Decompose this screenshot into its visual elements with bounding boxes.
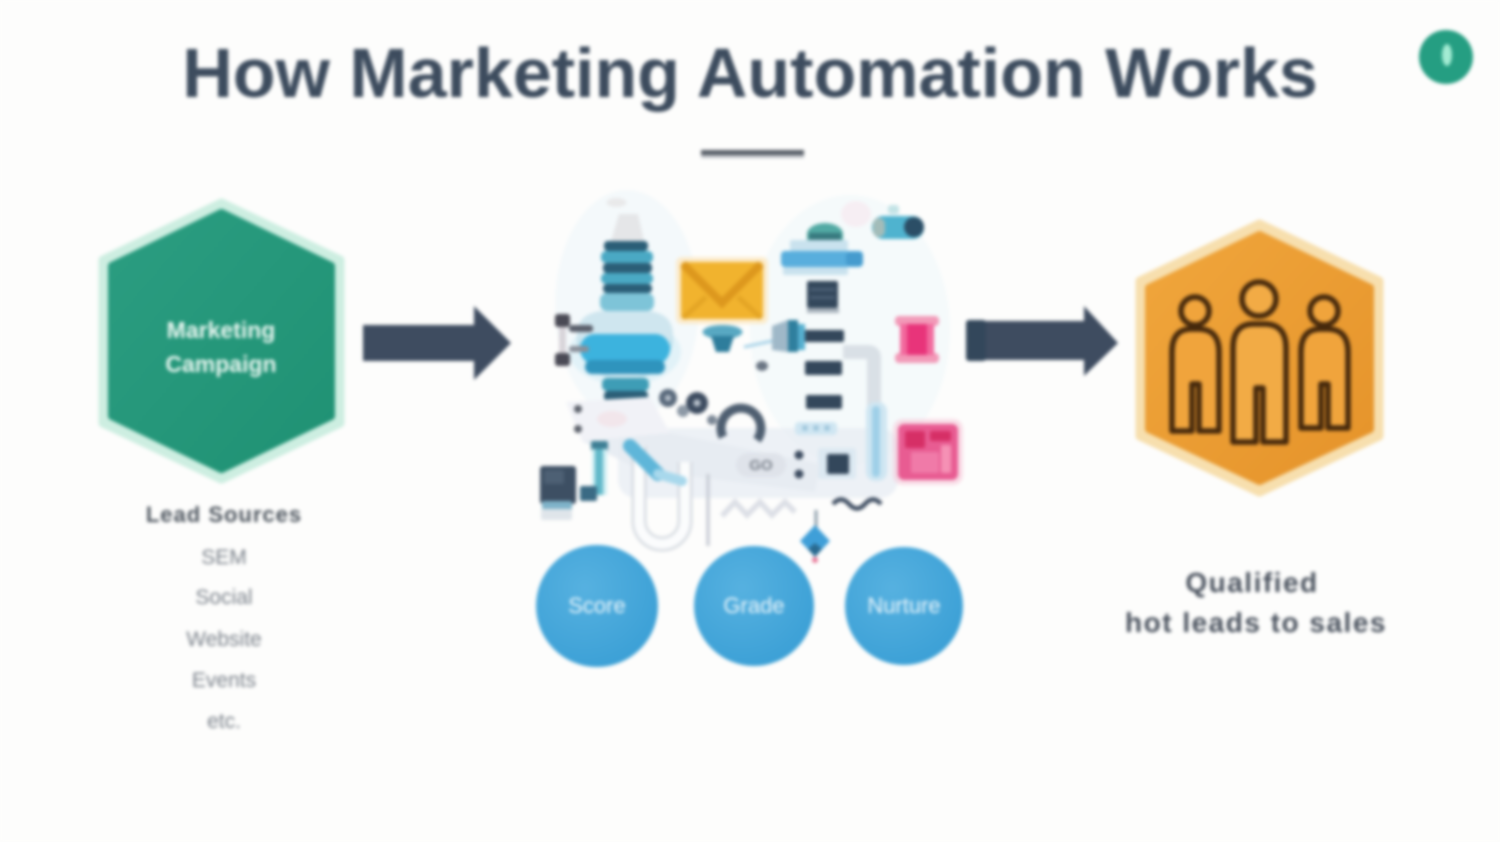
svg-text:Website: Website [186, 628, 261, 651]
svg-text:Score: Score [568, 593, 625, 618]
svg-text:etc.: etc. [207, 710, 241, 733]
svg-text:How Marketing Automation Works: How Marketing Automation Works [182, 34, 1318, 112]
svg-text:Social: Social [195, 586, 252, 609]
svg-text:Nurture: Nurture [867, 593, 940, 618]
svg-text:GO: GO [749, 457, 773, 474]
svg-text:SEM: SEM [201, 546, 247, 569]
svg-text:Events: Events [192, 669, 256, 692]
svg-text:hot leads to sales: hot leads to sales [1125, 607, 1387, 638]
svg-text:Lead Sources: Lead Sources [146, 502, 302, 527]
svg-text:Campaign: Campaign [165, 351, 276, 377]
svg-text:Grade: Grade [723, 593, 784, 618]
svg-text:Marketing: Marketing [167, 317, 276, 343]
svg-text:Qualified: Qualified [1185, 567, 1318, 598]
